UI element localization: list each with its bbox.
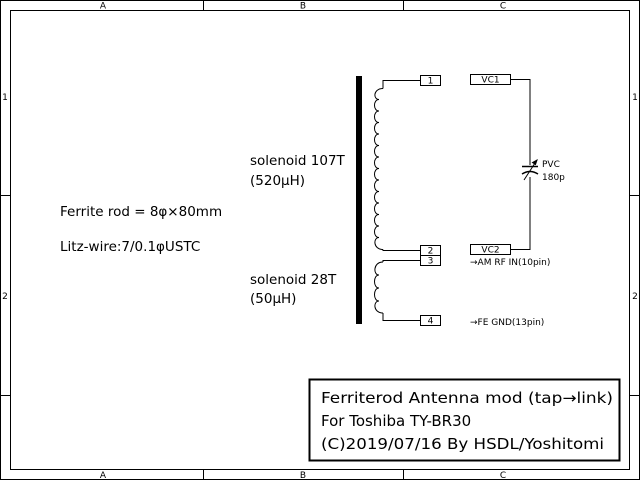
vc2-box [470, 244, 511, 255]
border-col-c-bottom: C [500, 471, 506, 480]
coil-upper-value: (520μH) [250, 173, 305, 189]
pin-4-label: 4 [428, 317, 434, 327]
am-rf-in-label: →AM RF IN(10pin) [470, 258, 550, 268]
vc1-box [470, 74, 511, 85]
border-row-1-left: 1 [2, 93, 8, 103]
capacitor-type: PVC [542, 160, 560, 170]
variable-capacitor-symbol [521, 158, 539, 181]
vc1-label: VC1 [481, 76, 499, 86]
coil-upper-winding [374, 88, 384, 250]
litz-wire-note: Litz-wire:7/0.1φUSTC [60, 239, 200, 255]
pin-2-label: 2 [428, 247, 434, 257]
vc2-label: VC2 [481, 246, 499, 256]
pin-boxes [420, 74, 511, 326]
wires [382, 79, 531, 321]
border-col-a-top: A [100, 2, 107, 12]
border-row-2-left: 2 [2, 292, 8, 302]
border-col-b-top: B [300, 2, 306, 12]
fe-gnd-label: →FE GND(13pin) [470, 318, 544, 328]
coil-lower-winding [374, 261, 384, 314]
border-col-c-top: C [500, 2, 506, 12]
coil-lower-label: solenoid 28T [250, 272, 337, 288]
title-line-3: (C)2019/07/16 By HSDL/Yoshitomi [321, 435, 604, 453]
ferrite-core [356, 76, 362, 324]
pin-4-box [420, 315, 441, 326]
border-col-b-bottom: B [300, 471, 306, 480]
ferrite-rod-note: Ferrite rod = 8φ×80mm [60, 204, 222, 220]
border-col-a-bottom: A [100, 471, 107, 480]
pin-1-label: 1 [428, 77, 434, 87]
pin-3-label: 3 [428, 257, 434, 267]
border-row-2-right: 2 [632, 292, 638, 302]
title-line-2: For Toshiba TY-BR30 [321, 412, 471, 430]
coil-lower-value: (50μH) [250, 291, 296, 307]
title-line-1: Ferriterod Antenna mod (tap→link) [321, 389, 613, 407]
border-row-1-right: 1 [632, 93, 638, 103]
pin-1-box [420, 75, 441, 86]
pin-3-box [420, 255, 441, 266]
coil-upper-label: solenoid 107T [250, 153, 346, 169]
capacitor-value: 180p [542, 173, 565, 183]
title-block-frame [308, 378, 621, 462]
